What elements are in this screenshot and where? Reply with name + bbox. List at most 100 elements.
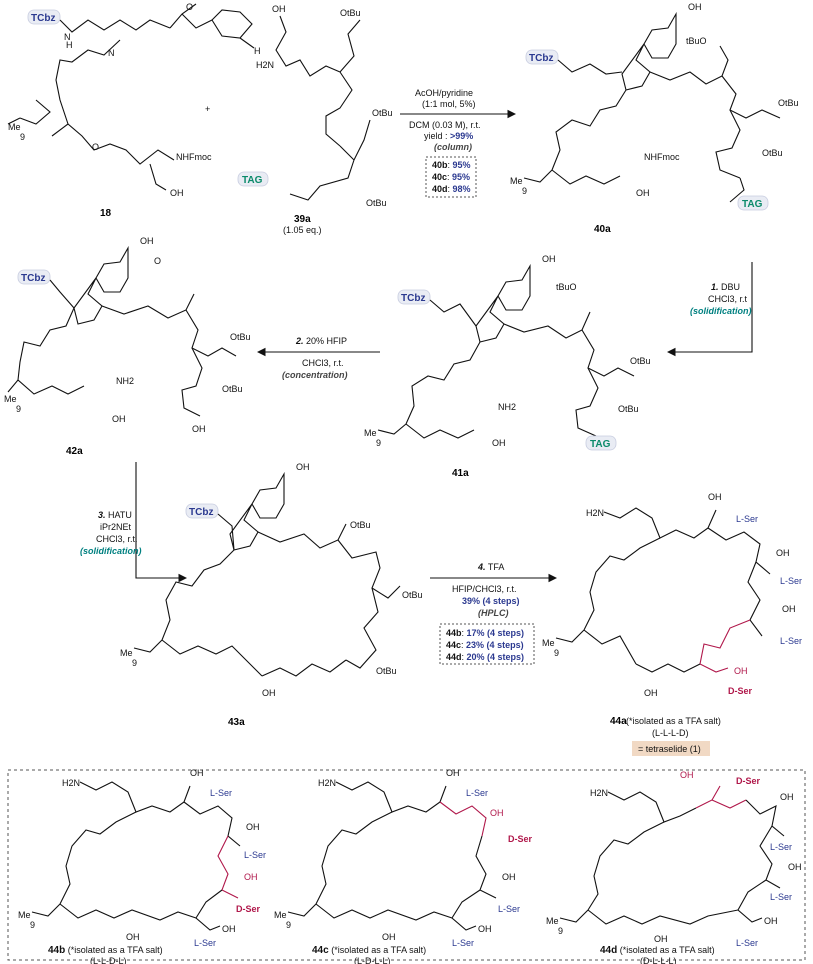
svg-text:N: N	[108, 48, 115, 58]
alkyl-chain: Me	[8, 122, 21, 132]
svg-text:OH: OH	[112, 414, 126, 424]
svg-text:OH: OH	[126, 932, 140, 942]
svg-text:2. 20% HFIP: 2. 20% HFIP	[295, 336, 347, 346]
svg-text:9: 9	[16, 404, 21, 414]
svg-text:OH: OH	[192, 424, 206, 434]
svg-text:OH: OH	[478, 924, 492, 934]
svg-text:L-Ser: L-Ser	[736, 938, 758, 948]
svg-text:OH: OH	[708, 492, 722, 502]
svg-text:OtBu: OtBu	[630, 356, 651, 366]
compound-44d-structure: H2N OH D-Ser OH L-Ser OH L-Ser OH L-Ser …	[546, 770, 802, 964]
svg-text:Me: Me	[274, 910, 287, 920]
svg-text:L-Ser: L-Ser	[736, 514, 758, 524]
svg-text:L-Ser: L-Ser	[210, 788, 232, 798]
svg-text:yield : >99%: yield : >99%	[424, 131, 473, 141]
svg-text:40d: 98%: 40d: 98%	[432, 184, 471, 194]
plus-icon: +	[205, 104, 210, 114]
svg-text:(*isolated as a TFA salt): (*isolated as a TFA salt)	[626, 716, 721, 726]
svg-text:OH: OH	[780, 792, 794, 802]
svg-text:L-Ser: L-Ser	[452, 938, 474, 948]
svg-text:9: 9	[286, 920, 291, 930]
svg-text:D-Ser: D-Ser	[236, 904, 261, 914]
svg-text:(solidification): (solidification)	[80, 546, 142, 556]
compound-44a-label: 44a	[610, 716, 627, 727]
compound-44c-structure: H2N OH L-Ser OH D-Ser OH L-Ser OH L-Ser …	[274, 768, 533, 964]
svg-text:L-Ser: L-Ser	[780, 636, 802, 646]
svg-text:OH: OH	[782, 604, 796, 614]
compound-39a-structure: OH H2N OtBu OtBu OtBu TAG 39a (1.05 eq.)	[237, 4, 393, 235]
svg-text:4. TFA: 4. TFA	[477, 562, 504, 572]
tcbz-tag: TCbz	[31, 13, 55, 24]
tetraselide-badge: = tetraselide (1)	[638, 744, 701, 754]
compound-43a-structure: OH TCbz OtBu OtBu OtBu Me 9 OH 43a	[120, 462, 423, 728]
compound-41a-label: 41a	[452, 468, 469, 479]
svg-text:OtBu: OtBu	[340, 8, 361, 18]
svg-text:OH: OH	[246, 822, 260, 832]
svg-text:TCbz: TCbz	[21, 273, 45, 284]
svg-text:H2N: H2N	[256, 60, 274, 70]
svg-text:(column): (column)	[434, 142, 472, 152]
compound-40a-structure: OH TCbz tBuO OtBu OtBu TAG Me 9 NHFmoc O…	[510, 2, 799, 235]
svg-text:OH: OH	[222, 924, 236, 934]
svg-text:TCbz: TCbz	[529, 53, 553, 64]
svg-text:L-Ser: L-Ser	[770, 892, 792, 902]
svg-text:NH2: NH2	[498, 402, 516, 412]
svg-text:(concentration): (concentration)	[282, 370, 348, 380]
svg-text:44b: 17% (4 steps): 44b: 17% (4 steps)	[446, 628, 524, 638]
svg-text:O: O	[154, 256, 161, 266]
svg-text:OtBu: OtBu	[402, 590, 423, 600]
svg-text:OH: OH	[734, 666, 748, 676]
svg-text:CHCl3, r.t.: CHCl3, r.t.	[96, 534, 138, 544]
svg-text:40c: 95%: 40c: 95%	[432, 172, 470, 182]
svg-text:OH: OH	[680, 770, 694, 780]
svg-text:tBuO: tBuO	[686, 36, 707, 46]
svg-text:L-Ser: L-Ser	[466, 788, 488, 798]
svg-text:OH: OH	[764, 916, 778, 926]
compound-39a-equiv: (1.05 eq.)	[283, 225, 322, 235]
svg-text:3. HATU: 3. HATU	[98, 510, 132, 520]
svg-text:9: 9	[522, 186, 527, 196]
svg-text:39% (4 steps): 39% (4 steps)	[462, 596, 520, 606]
svg-text:OH: OH	[490, 808, 504, 818]
svg-text:HFIP/CHCl3, r.t.: HFIP/CHCl3, r.t.	[452, 584, 517, 594]
svg-text:(L-L-L-D): (L-L-L-D)	[652, 728, 689, 738]
compound-41a-structure: OH TCbz tBuO OtBu OtBu TAG Me 9 NH2 OH 4…	[364, 254, 651, 479]
svg-text:OH: OH	[382, 932, 396, 942]
svg-text:9: 9	[376, 438, 381, 448]
svg-text:OH: OH	[644, 688, 658, 698]
nhfmoc-group: NHFmoc	[176, 152, 212, 162]
svg-text:L-Ser: L-Ser	[780, 576, 802, 586]
svg-text:OtBu: OtBu	[222, 384, 243, 394]
svg-text:Me: Me	[510, 176, 523, 186]
svg-text:9: 9	[20, 132, 25, 142]
svg-text:AcOH/pyridine: AcOH/pyridine	[415, 88, 473, 98]
svg-text:OtBu: OtBu	[366, 198, 387, 208]
svg-text:TAG: TAG	[742, 199, 763, 210]
svg-text:O: O	[92, 142, 99, 152]
svg-text:H2N: H2N	[62, 778, 80, 788]
svg-text:44c: 23% (4 steps): 44c: 23% (4 steps)	[446, 640, 524, 650]
svg-text:TCbz: TCbz	[401, 293, 425, 304]
svg-text:OH: OH	[688, 2, 702, 12]
svg-text:OH: OH	[244, 872, 258, 882]
svg-text:OtBu: OtBu	[230, 332, 251, 342]
svg-text:OtBu: OtBu	[762, 148, 783, 158]
svg-text:44c (*isolated as a TFA salt): 44c (*isolated as a TFA salt)	[312, 945, 426, 956]
step1-conditions: 1. DBU CHCl3, r.t (solidification)	[666, 262, 753, 357]
svg-text:CHCl3, r.t: CHCl3, r.t	[708, 294, 748, 304]
step2-conditions: 2. 20% HFIP CHCl3, r.t. (concentration)	[256, 336, 380, 380]
svg-text:1. DBU: 1. DBU	[711, 282, 740, 292]
svg-text:9: 9	[132, 658, 137, 668]
svg-text:OH: OH	[542, 254, 556, 264]
svg-text:OH: OH	[776, 548, 790, 558]
svg-text:40b: 95%: 40b: 95%	[432, 160, 471, 170]
svg-text:OH: OH	[140, 236, 154, 246]
svg-text:Me: Me	[364, 428, 377, 438]
compound-39a-label: 39a	[294, 214, 311, 225]
svg-text:L-Ser: L-Ser	[244, 850, 266, 860]
step0-conditions: AcOH/pyridine (1:1 mol, 5%) DCM (0.03 M)…	[400, 88, 517, 198]
svg-text:9: 9	[30, 920, 35, 930]
svg-text:L-Ser: L-Ser	[498, 904, 520, 914]
svg-text:OtBu: OtBu	[778, 98, 799, 108]
